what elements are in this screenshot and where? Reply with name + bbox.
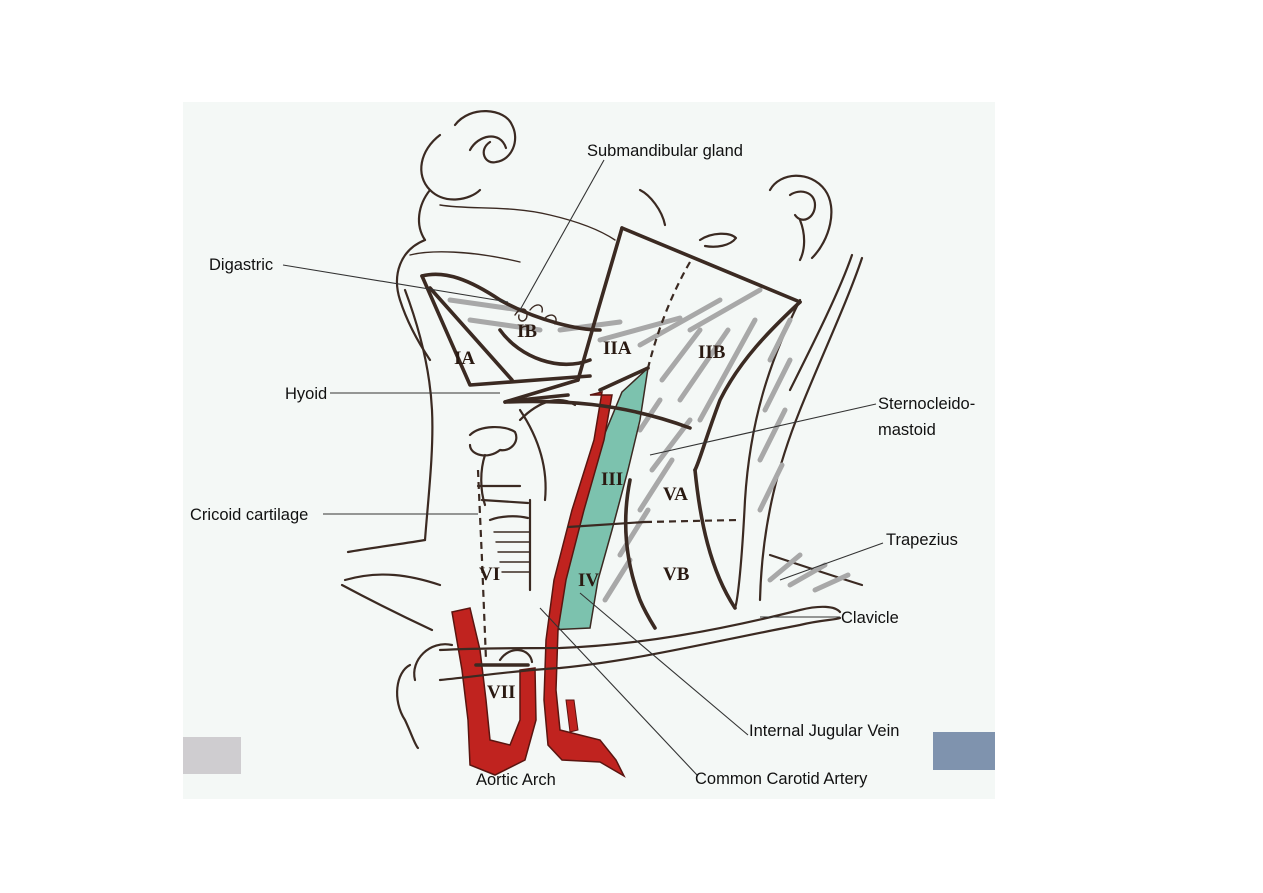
level-va: VA — [663, 484, 688, 505]
level-iia: IIA — [603, 338, 632, 359]
level-ia: IA — [454, 348, 475, 369]
corner-block-right — [933, 732, 995, 770]
level-vii: VII — [487, 682, 516, 703]
level-vi: VI — [479, 564, 500, 585]
diagram-background — [183, 102, 995, 799]
label-submandibular-gland: Submandibular gland — [587, 142, 743, 160]
leader-lines — [282, 159, 884, 776]
label-internal-jugular-vein: Internal Jugular Vein — [749, 722, 899, 740]
submandibular-gland — [514, 304, 557, 333]
level-boundaries — [420, 226, 802, 667]
label-common-carotid-artery: Common Carotid Artery — [695, 770, 868, 788]
label-trapezius: Trapezius — [886, 531, 958, 549]
label-hyoid: Hyoid — [285, 385, 327, 403]
label-clavicle: Clavicle — [841, 609, 899, 627]
label-cricoid-cartilage: Cricoid cartilage — [190, 506, 308, 524]
label-sternocleidomastoid-line2: mastoid — [878, 421, 936, 439]
label-digastric: Digastric — [209, 256, 273, 274]
corner-block-left — [183, 737, 241, 774]
level-vb: VB — [663, 564, 690, 585]
label-sternocleidomastoid-line1: Sternocleido- — [878, 395, 975, 413]
level-iii: III — [601, 469, 623, 490]
level-ib: IB — [517, 321, 537, 342]
level-iv: IV — [578, 570, 599, 591]
level-iib: IIB — [698, 342, 726, 363]
head-outline — [340, 110, 864, 750]
clavicle — [413, 605, 842, 682]
label-aortic-arch: Aortic Arch — [476, 771, 556, 789]
